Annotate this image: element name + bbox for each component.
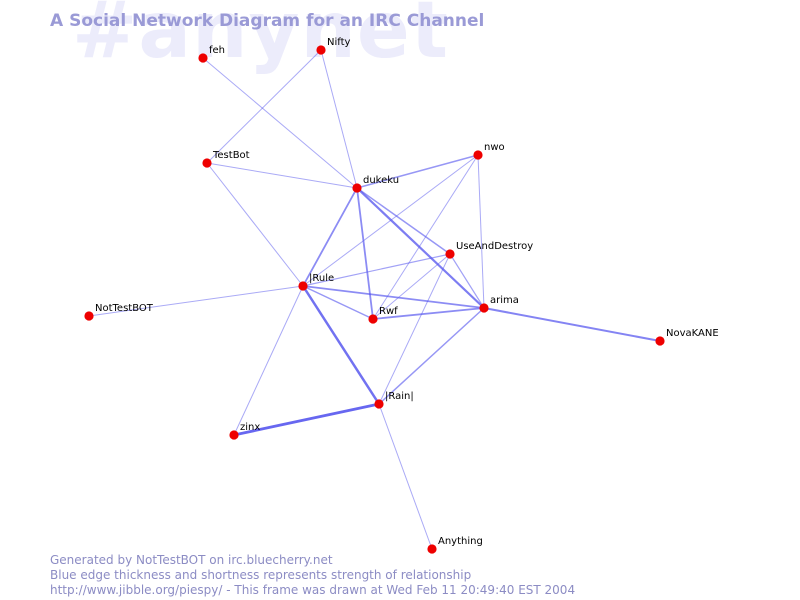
edge-testbot-dukeku — [206, 162, 358, 189]
node-arima[interactable]: arima — [479, 295, 519, 313]
node-irain[interactable]: |Rain| — [374, 391, 414, 409]
node-dot[interactable] — [445, 249, 455, 259]
node-rwf[interactable]: Rwf — [368, 306, 398, 324]
edge-dukeku-rwf — [356, 187, 374, 320]
node-nottestbot[interactable]: NotTestBOT — [84, 303, 154, 321]
diagram-title: A Social Network Diagram for an IRC Chan… — [50, 11, 485, 31]
footer-info: Generated by NotTestBOT on irc.bluecherr… — [50, 553, 575, 598]
footer-frame-info[interactable]: http://www.jibble.org/piespy/ - This fra… — [50, 583, 576, 597]
node-testbot[interactable]: TestBot — [202, 150, 250, 168]
node-useanddestroy[interactable]: UseAndDestroy — [445, 241, 533, 259]
node-label: NovaKANE — [666, 328, 719, 339]
node-irule[interactable]: |Rule — [298, 273, 334, 291]
edge-nifty-dukeku — [320, 49, 358, 189]
node-dot[interactable] — [198, 53, 208, 63]
node-label: arima — [490, 295, 519, 306]
edge-arima-irain — [378, 307, 485, 405]
node-dot[interactable] — [84, 311, 94, 321]
edge-nwo-arima — [477, 154, 485, 309]
edge-testbot-irule — [206, 162, 304, 287]
edge-dukeku-arima — [355, 186, 486, 310]
edge-irain-anything — [378, 403, 433, 550]
node-dot[interactable] — [374, 399, 384, 409]
node-feh[interactable]: feh — [198, 45, 225, 63]
edge-irule-rwf — [302, 285, 374, 320]
node-zinx[interactable]: zinx — [229, 422, 260, 440]
edge-useanddestroy-rwf — [372, 253, 451, 320]
node-dot[interactable] — [655, 336, 665, 346]
node-nifty[interactable]: Nifty — [316, 37, 351, 55]
edge-irule-nottestbot — [88, 285, 304, 317]
node-label: dukeku — [363, 175, 399, 186]
node-dukeku[interactable]: dukeku — [352, 175, 399, 193]
node-dot[interactable] — [298, 281, 308, 291]
node-dot[interactable] — [316, 45, 326, 55]
edge-rwf-arima — [372, 307, 485, 320]
node-dot[interactable] — [352, 183, 362, 193]
edge-irule-zinx — [233, 285, 304, 436]
node-label: Rwf — [379, 306, 398, 317]
node-anything[interactable]: Anything — [427, 536, 483, 554]
node-dot[interactable] — [473, 150, 483, 160]
edge-irule-arima — [302, 285, 485, 309]
edge-useanddestroy-irule — [302, 253, 451, 287]
edge-dukeku-useanddestroy — [356, 187, 451, 255]
node-dot[interactable] — [427, 544, 437, 554]
node-dot[interactable] — [229, 430, 239, 440]
edge-useanddestroy-arima — [449, 253, 485, 309]
node-label: zinx — [240, 422, 260, 433]
node-label: Anything — [438, 536, 483, 547]
node-label: |Rule — [309, 273, 334, 284]
node-label: Nifty — [327, 37, 351, 48]
node-label: NotTestBOT — [95, 303, 154, 314]
node-dot[interactable] — [202, 158, 212, 168]
edge-layer — [88, 49, 661, 550]
footer-legend-note: Blue edge thickness and shortness repres… — [50, 568, 472, 582]
edge-nwo-dukeku — [356, 154, 479, 189]
node-label: feh — [209, 45, 225, 56]
edge-useanddestroy-irain — [378, 253, 451, 405]
node-nwo[interactable]: nwo — [473, 142, 505, 160]
edge-irule-irain — [301, 284, 381, 406]
edge-nifty-testbot — [206, 49, 322, 164]
edge-feh-dukeku — [202, 57, 358, 189]
edge-arima-novakane — [483, 307, 661, 342]
edge-irain-zinx — [232, 402, 381, 437]
node-label: |Rain| — [385, 391, 414, 402]
node-label: TestBot — [212, 150, 250, 161]
channel-watermark: #anynet — [72, 0, 450, 76]
footer-generated-by: Generated by NotTestBOT on irc.bluecherr… — [50, 553, 333, 567]
node-novakane[interactable]: NovaKANE — [655, 328, 719, 346]
node-dot[interactable] — [368, 314, 378, 324]
node-dot[interactable] — [479, 303, 489, 313]
node-label: UseAndDestroy — [456, 241, 533, 252]
edge-dukeku-irule — [302, 187, 358, 287]
node-label: nwo — [484, 142, 505, 153]
